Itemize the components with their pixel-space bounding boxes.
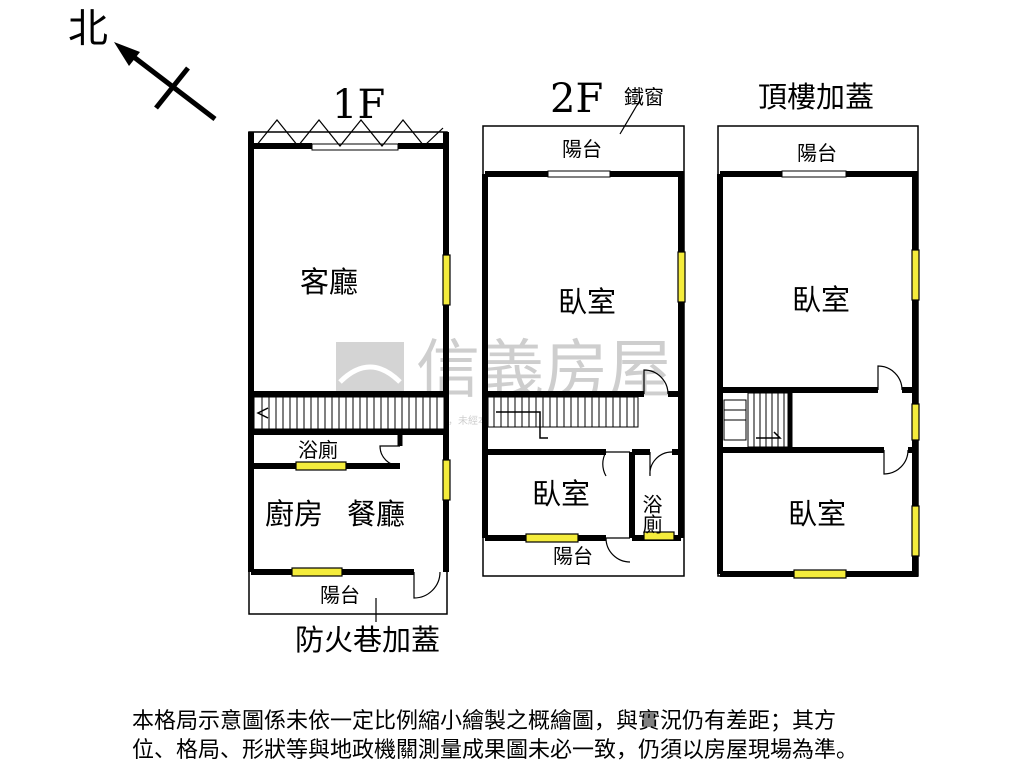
2f-balcony-north: 陽台	[562, 137, 602, 161]
roof-stairs	[723, 392, 789, 448]
roof-bedroom-upper: 臥室	[792, 283, 850, 317]
2f-bedroom-lower: 臥室	[532, 477, 590, 511]
2f-windows	[525, 251, 686, 543]
2f-stair-path	[496, 411, 548, 439]
floor-1f	[248, 119, 449, 622]
1f-windows	[291, 254, 451, 577]
disclaimer-line-1: 本格局示意圖係未依一定比例縮小繪製之概繪圖，與實況仍有差距；其方	[132, 709, 837, 734]
2f-window-east	[677, 251, 686, 303]
2f-title: 2F	[550, 76, 603, 122]
1f-window-east-upper	[442, 254, 451, 306]
floor-2f	[482, 99, 685, 577]
1f-window-balcony	[291, 567, 343, 577]
1f-balcony-door	[413, 571, 441, 599]
2f-upper-bedroom-door	[643, 369, 669, 395]
1f-stairs	[253, 396, 445, 430]
north-compass: 北	[68, 6, 217, 121]
1f-bath-door	[379, 445, 401, 467]
roof-balcony: 陽台	[797, 141, 837, 165]
1f-stair-arrow	[256, 407, 269, 419]
compass-arrow-shaft	[120, 46, 217, 121]
roof-window-east-mid	[911, 403, 920, 441]
roof-title: 頂樓加蓋	[758, 80, 874, 114]
2f-bathroom: 浴廁	[639, 494, 663, 535]
2f-window-bedroom-south	[525, 533, 579, 543]
2f-bath-door	[649, 451, 673, 477]
2f-iron-window: 鐵窗	[624, 85, 664, 109]
disclaimer-line-2: 位、格局、形狀等與地政機關測量成果圖未必一致，仍須以房屋現場為準。	[132, 738, 859, 763]
roof-top-window	[781, 170, 847, 178]
1f-title: 1F	[332, 82, 385, 128]
roof-windows	[793, 249, 920, 579]
2f-bedroom-upper: 臥室	[558, 285, 616, 319]
1f-window-east-lower	[442, 459, 451, 501]
2f-lower-bedroom-door	[602, 451, 630, 477]
compass-arrow-head	[114, 42, 140, 66]
2f-window-bath	[643, 531, 675, 541]
roof-window-east-upper	[911, 249, 920, 301]
1f-bathroom: 浴廁	[298, 438, 338, 462]
1f-lane-extension: 防火巷加蓋	[295, 623, 440, 657]
1f-stair-box	[253, 396, 445, 430]
1f-window-bath	[295, 461, 347, 471]
roof-lower-bedroom-door	[883, 449, 909, 475]
2f-stairs	[487, 396, 639, 439]
watermark-logo	[336, 342, 404, 394]
2f-balcony-door	[605, 537, 631, 563]
roof-window-east-lower	[911, 505, 920, 557]
roof-window-south	[793, 569, 847, 579]
1f-balcony: 陽台	[320, 583, 360, 607]
watermark-logo-mark	[338, 364, 402, 384]
1f-kitchen: 廚房	[265, 497, 323, 531]
1f-living-room: 客廳	[300, 265, 358, 299]
2f-balcony-south: 陽台	[553, 544, 593, 568]
roof-bedroom-lower: 臥室	[788, 497, 846, 531]
1f-dining-room: 餐廳	[347, 497, 405, 531]
2f-iron-window-pointer	[619, 99, 641, 135]
roof-stair-arrow	[756, 431, 782, 439]
2f-top-window	[547, 170, 611, 178]
1f-top-window	[311, 143, 399, 151]
floor-plan-diagram: 北 信義房屋 本格局圖係信義房屋繪製，未經本公司授權不得轉載，違者必究	[68, 6, 920, 657]
compass-cross-bar	[154, 66, 190, 110]
1f-folding-door	[255, 119, 444, 147]
north-label: 北	[68, 6, 108, 52]
roof-upper-bedroom-door	[877, 365, 903, 391]
disclaimer: 本格局示意圖係未依一定比例縮小繪製之概繪圖，與實況仍有差距；其方 位、格局、形狀…	[132, 707, 992, 765]
